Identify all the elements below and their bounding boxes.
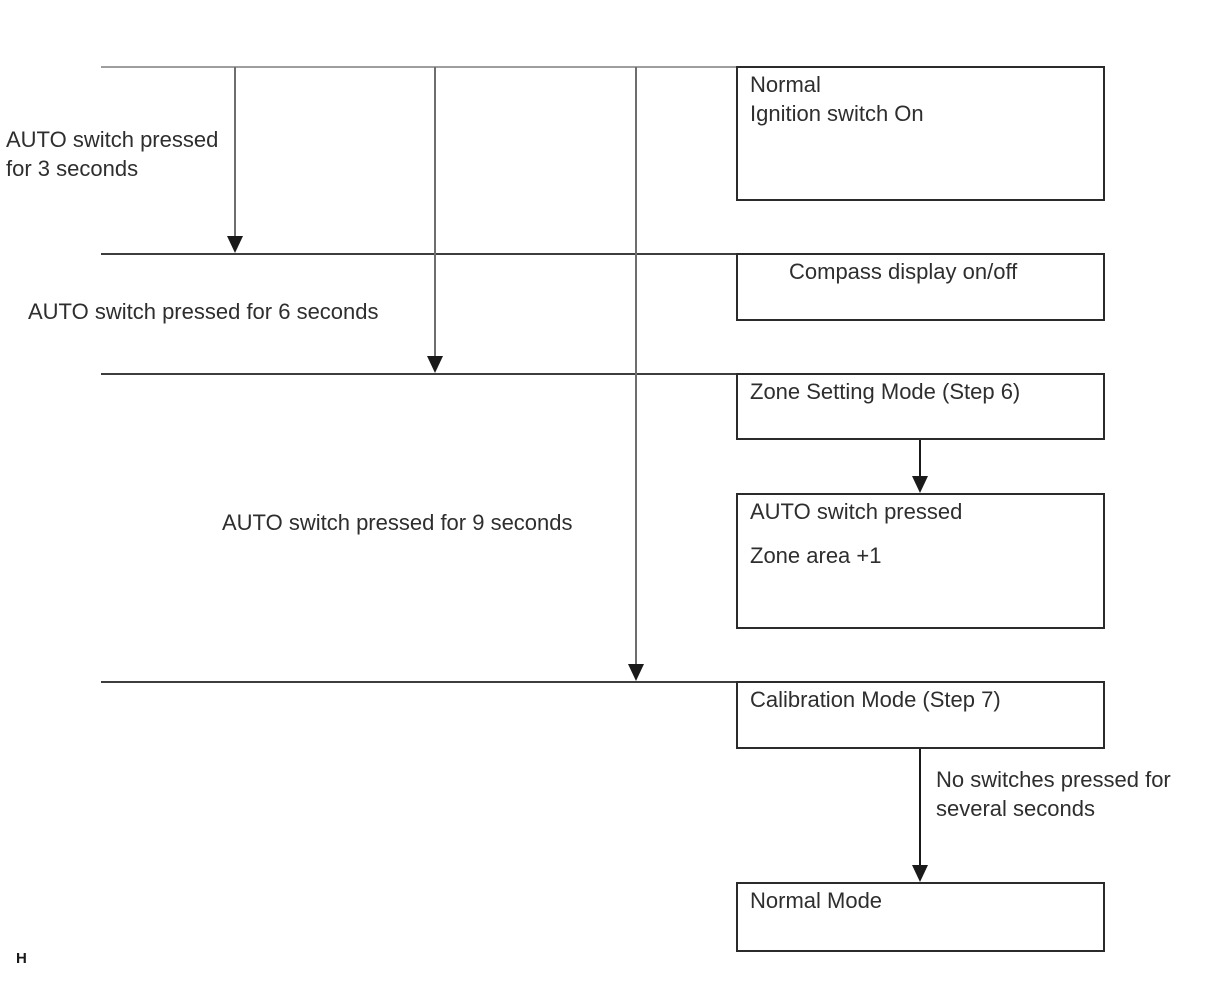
- connector-3s-line: [234, 67, 236, 239]
- node-line: Calibration Mode (Step 7): [750, 687, 1001, 712]
- rail-zone-row: [101, 373, 737, 375]
- connector-6s-line: [434, 67, 436, 359]
- edge-label-line: for 3 seconds: [6, 156, 139, 181]
- edge-label-pressed-3s: AUTO switch pressed for 3 seconds: [6, 125, 218, 183]
- edge-label-line: AUTO switch pressed for 6 seconds: [28, 299, 379, 324]
- rail-calibration-row: [101, 681, 737, 683]
- node-normal-mode: Normal Mode: [736, 882, 1105, 952]
- node-line: AUTO switch pressed: [750, 499, 963, 524]
- connector-calibration-to-normal: [919, 749, 921, 868]
- edge-label-no-switches: No switches pressed for several seconds: [936, 765, 1171, 823]
- node-line: Normal Mode: [750, 888, 883, 913]
- page-marker-h: H: [16, 950, 27, 967]
- node-line: Compass display on/off: [789, 259, 1018, 284]
- connector-9s-line: [635, 67, 637, 667]
- node-line: Ignition switch On: [750, 101, 924, 126]
- edge-label-line: No switches pressed for: [936, 767, 1171, 792]
- edge-label-line: several seconds: [936, 796, 1095, 821]
- edge-label-pressed-6s: AUTO switch pressed for 6 seconds: [28, 297, 379, 326]
- node-zone-setting-mode: Zone Setting Mode (Step 6): [736, 373, 1105, 440]
- edge-label-line: AUTO switch pressed for 9 seconds: [222, 510, 573, 535]
- arrowhead-down-icon: [912, 865, 928, 882]
- node-line: Zone Setting Mode (Step 6): [750, 379, 1021, 404]
- node-line: Zone area +1: [750, 543, 882, 568]
- node-normal: Normal Ignition switch On: [736, 66, 1105, 201]
- arrowhead-down-icon: [912, 476, 928, 493]
- rail-compass-row: [101, 253, 737, 255]
- rail-normal-row: [101, 66, 737, 68]
- node-line: Normal: [750, 72, 821, 97]
- edge-label-line: AUTO switch pressed: [6, 127, 219, 152]
- arrowhead-down-icon: [427, 356, 443, 373]
- node-auto-switch-pressed: AUTO switch pressed Zone area +1: [736, 493, 1105, 629]
- node-calibration-mode: Calibration Mode (Step 7): [736, 681, 1105, 749]
- edge-label-pressed-9s: AUTO switch pressed for 9 seconds: [222, 508, 573, 537]
- arrowhead-down-icon: [628, 664, 644, 681]
- connector-zone-to-auto: [919, 440, 921, 479]
- node-compass-display: Compass display on/off: [736, 253, 1105, 321]
- arrowhead-down-icon: [227, 236, 243, 253]
